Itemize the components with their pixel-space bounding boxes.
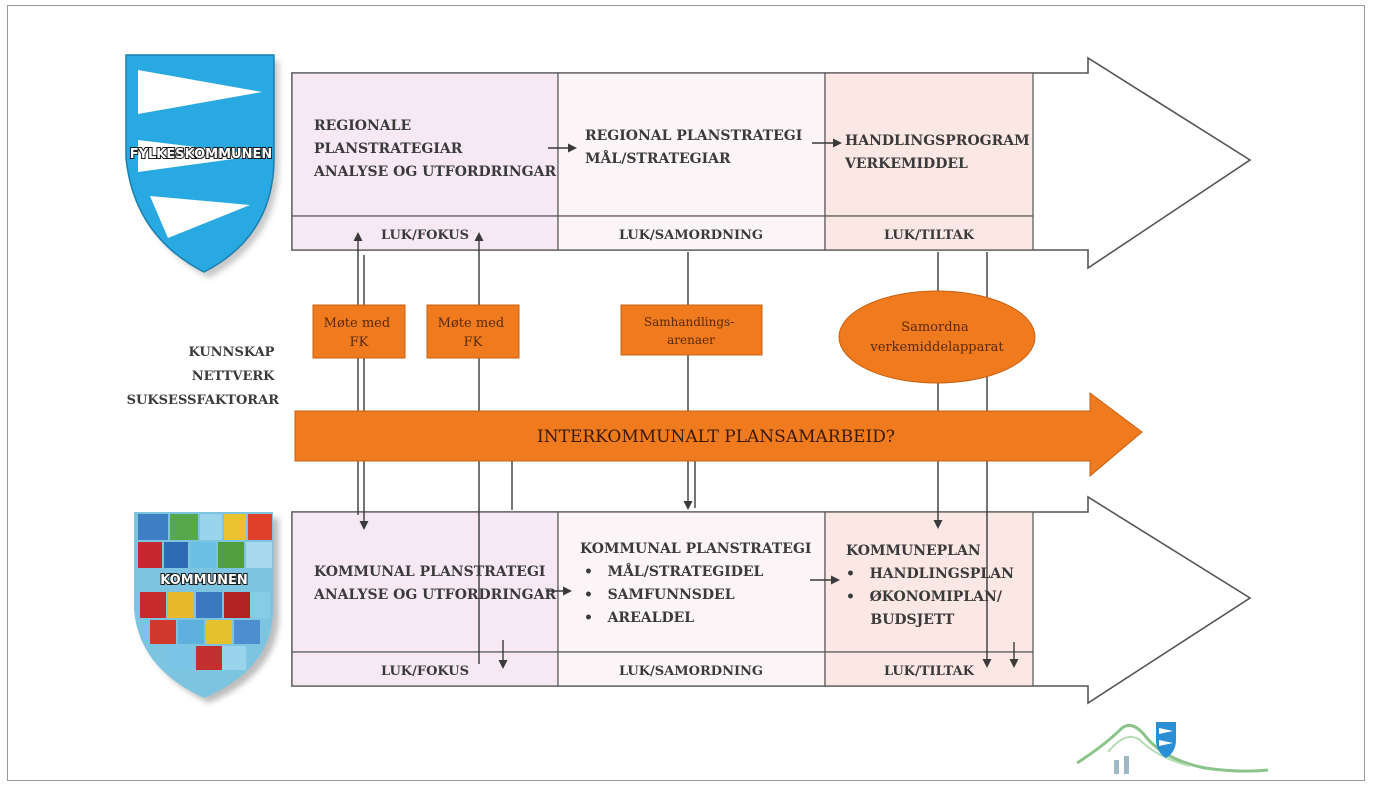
top-strip-1	[291, 215, 559, 251]
arenas-box: Samhandlings- arenaer	[620, 304, 763, 356]
top-strip-2-label: LUK/SAMORDNING	[619, 228, 763, 243]
coordinate-ellipse: Samordna verkemiddelapparat	[838, 290, 1036, 384]
bottom-box-3-label: KOMMUNEPLAN • HANDLINGSPLAN • ØKONOMIPLA…	[846, 543, 1019, 628]
top-box-1-label: REGIONALE PLANSTRATEGIAR ANALYSE OG UTFO…	[313, 118, 556, 180]
bottom-strip-1	[291, 651, 559, 687]
coordinate-ellipse-label: Samordna verkemiddelapparat	[869, 320, 1004, 355]
bottom-strip-2-label: LUK/SAMORDNING	[619, 664, 763, 679]
top-row: REGIONALE PLANSTRATEGIAR ANALYSE OG UTFO…	[291, 56, 1252, 270]
meeting-box-1: Møte med FK	[312, 304, 406, 359]
bottom-box-1	[291, 511, 559, 653]
top-strip-3	[824, 215, 1034, 251]
top-strip-2	[557, 215, 826, 251]
interkommunalt-band-label: INTERKOMMUNALT PLANSAMARBEID?	[537, 427, 895, 447]
bottom-box-2-label: KOMMUNAL PLANSTRATEGI • MÅL/STRATEGIDEL …	[580, 541, 816, 626]
bottom-row: KOMMUNAL PLANSTRATEGI ANALYSE OG UTFORDR…	[291, 495, 1252, 705]
meeting-box-2-label: Møte med FK	[438, 316, 509, 350]
kommunen-label: KOMMUNEN	[160, 573, 248, 588]
top-box-2	[557, 72, 826, 217]
arenas-box-label: Samhandlings- arenaer	[644, 315, 738, 347]
bottom-strip-3-label: LUK/TILTAK	[884, 664, 975, 679]
corner-logo-icon	[1076, 722, 1269, 774]
bottom-strip-3	[824, 651, 1034, 687]
meeting-box-2: Møte med FK	[426, 304, 520, 359]
top-strip-1-label: LUK/FOKUS	[381, 228, 469, 243]
side-labels: KUNNSKAP NETTVERK SUKSESSFAKTORAR	[127, 345, 280, 408]
bottom-box-3	[824, 511, 1034, 653]
top-box-3-label: HANDLINGSPROGRAM VERKEMIDDEL	[844, 133, 1034, 172]
fylkeskommunen-shield-icon	[125, 54, 279, 278]
top-box-3	[824, 72, 1034, 217]
meeting-box-1-label: Møte med FK	[324, 316, 395, 350]
bottom-strip-1-label: LUK/FOKUS	[381, 664, 469, 679]
top-strip-3-label: LUK/TILTAK	[884, 228, 975, 243]
bottom-strip-2	[557, 651, 826, 687]
interkommunalt-band	[294, 392, 1143, 478]
kommunen-shield-icon	[134, 512, 279, 703]
fylkeskommunen-label: FYLKESKOMMUNEN	[130, 147, 273, 162]
bottom-box-1-label: KOMMUNAL PLANSTRATEGI ANALYSE OG UTFORDR…	[313, 564, 556, 603]
top-box-2-label: REGIONAL PLANSTRATEGI MÅL/STRATEGIAR	[585, 128, 807, 167]
bottom-box-2	[557, 511, 826, 653]
